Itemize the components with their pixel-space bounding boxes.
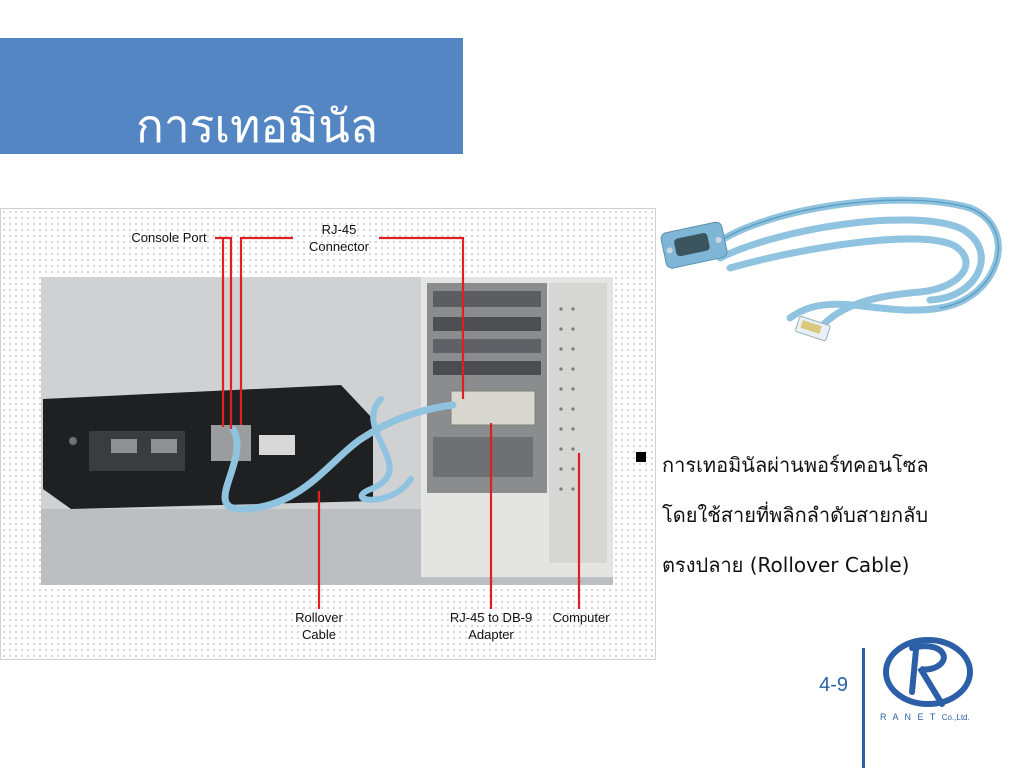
adapter-line1: RJ-45 to DB-9 <box>449 610 533 625</box>
rollover-line1: Rollover <box>295 610 343 625</box>
adapter-label: RJ-45 to DB-9 Adapter <box>433 609 549 643</box>
computer-label: Computer <box>552 610 610 625</box>
logo-text: R A N E T Co.,Ltd. <box>880 712 990 722</box>
page-number: 4-9 <box>819 674 848 696</box>
title-bar <box>0 38 463 154</box>
router-console-photo: Console Port RJ-45 Connector Rollover Ca… <box>0 208 656 660</box>
rj45-line1: RJ-45 <box>321 222 357 237</box>
bullet-line-3: ตรงปลาย (Rollover Cable) <box>662 553 910 577</box>
bullet-line-1: การเทอมินัลผ่านพอร์ทคอนโซล <box>662 453 929 477</box>
rj45-connector-label: RJ-45 Connector <box>297 221 381 255</box>
bullet-text: การเทอมินัลผ่านพอร์ทคอนโซล โดยใช้สายที่พ… <box>662 440 1022 590</box>
logo-letters: R A N E T <box>880 712 938 722</box>
rollover-cable-label: Rollover Cable <box>277 609 361 643</box>
bullet-line-2: โดยใช้สายที่พลิกลำดับสายกลับ <box>662 503 929 527</box>
rj45-line2: Connector <box>309 239 369 254</box>
rollover-cable-photo <box>660 196 1002 342</box>
ranet-logo-icon <box>883 637 973 707</box>
logo-suffix: Co.,Ltd. <box>941 713 970 722</box>
bullet-square-icon <box>636 452 646 462</box>
router-computer-illustration <box>41 236 613 609</box>
footer-divider <box>862 648 865 768</box>
adapter-line2: Adapter <box>468 627 514 642</box>
slide-title: การเทอมินัล <box>136 99 379 153</box>
rollover-line2: Cable <box>302 627 336 642</box>
console-port-label: Console Port <box>131 230 207 245</box>
